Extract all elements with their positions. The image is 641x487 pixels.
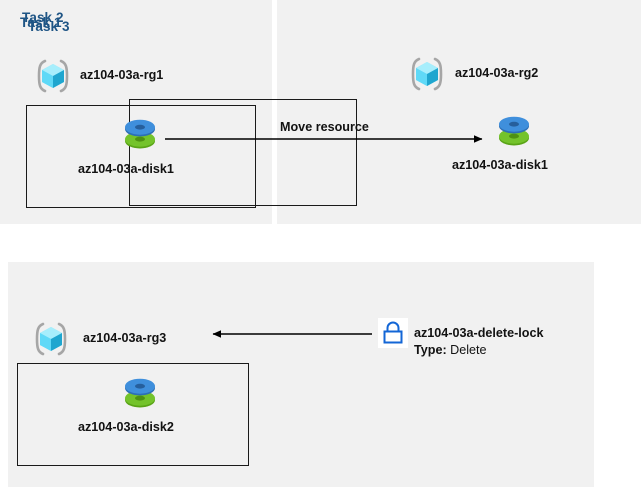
disk-label-disk1-target: az104-03a-disk1 (452, 158, 548, 172)
lock-type-row: Type: Delete (414, 343, 487, 357)
disk-icon (493, 110, 535, 152)
resource-group-label-rg1: az104-03a-rg1 (80, 68, 164, 82)
resource-group-icon (32, 320, 70, 358)
resource-group-box-rg3 (17, 363, 249, 466)
panel-task-1 (0, 0, 272, 224)
disk-label-disk1-source: az104-03a-disk1 (78, 162, 174, 176)
panel-title-task-3: Task 3 (28, 19, 70, 34)
panel-title-task-1: Task 1 (20, 15, 62, 30)
resource-group-icon (34, 57, 72, 95)
disk-label-disk2: az104-03a-disk2 (78, 420, 174, 434)
disk-icon (119, 372, 161, 414)
resource-group-box-rg1 (26, 105, 256, 208)
lock-icon (378, 318, 408, 348)
lock-type-value: Delete (450, 343, 487, 357)
panel-title-task-2: Task 2 (22, 10, 64, 25)
lock-type-key: Type: (414, 343, 447, 357)
lock-label-delete-lock: az104-03a-delete-lock (414, 326, 544, 340)
connector-label-move-resource: Move resource (280, 120, 369, 134)
resource-group-icon (408, 55, 446, 93)
resource-group-label-rg3: az104-03a-rg3 (83, 331, 167, 345)
resource-group-label-rg2: az104-03a-rg2 (455, 66, 539, 80)
resource-group-box-rg2 (129, 99, 357, 206)
disk-icon (119, 113, 161, 155)
panel-task-2 (277, 0, 641, 224)
panel-task-3 (8, 262, 594, 487)
